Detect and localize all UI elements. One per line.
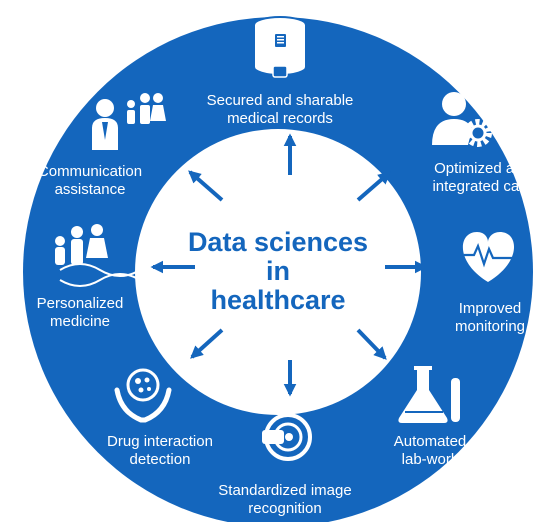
scan-ring-icon <box>262 413 312 461</box>
family-dna-icon <box>55 224 141 287</box>
center-title: Data sciences in healthcare <box>173 228 383 315</box>
arrow-down-left <box>190 328 224 359</box>
label-improved-monitoring: Improved monitoring <box>454 300 526 335</box>
label-personalized-medicine: Personalized medicine <box>36 295 124 330</box>
doctor-family-icon <box>92 93 166 150</box>
arrow-up-right <box>356 171 391 202</box>
label-drug-interaction: Drug interaction detection <box>107 433 213 468</box>
label-automated-lab-work: Automated lab-work <box>393 433 467 468</box>
label-secured-records: Secured and sharable medical records <box>206 92 354 127</box>
center-title-line-1: Data sciences <box>187 227 369 257</box>
person-gear-icon <box>432 92 492 147</box>
label-communication-assistance: Communication assistance <box>37 163 143 198</box>
hands-pill-icon <box>114 368 172 423</box>
arrow-down-right <box>356 328 387 360</box>
center-title-line-2: in <box>266 256 290 286</box>
heart-pulse-icon <box>462 232 515 282</box>
label-optimized-care: Optimized and integrated care <box>432 160 533 195</box>
center-title-line-3: healthcare <box>210 285 346 315</box>
label-image-recognition: Standardized image recognition <box>218 482 352 517</box>
arrows <box>150 133 428 397</box>
arrow-up-left <box>188 170 224 202</box>
database-lock-icon <box>253 16 307 78</box>
flask-icon <box>398 366 460 423</box>
